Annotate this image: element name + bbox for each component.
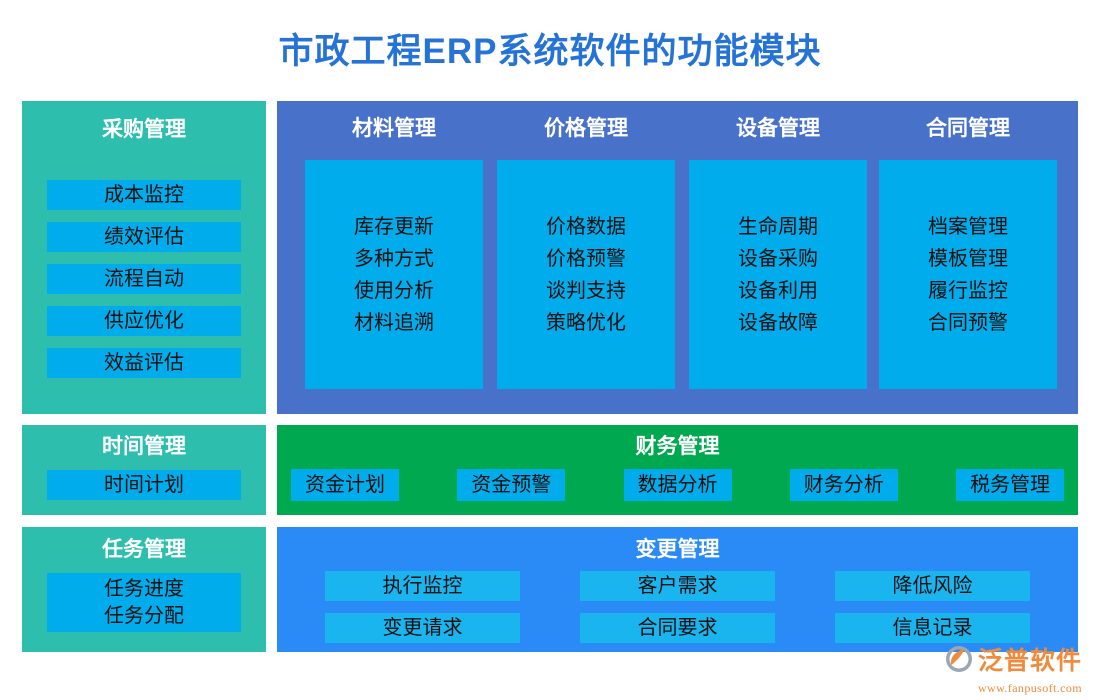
task-item-line-assignment: 任务分配	[104, 604, 184, 627]
contract-item-contract-alert: 合同预警	[928, 311, 1008, 334]
brand-name: 泛普软件	[977, 647, 1082, 675]
finance-item-fund-plan[interactable]: 资金计划	[291, 469, 399, 501]
finance-item-data-analysis[interactable]: 数据分析	[623, 469, 732, 501]
equipment-item-lifecycle: 生命周期	[738, 215, 818, 238]
change-item-customer-requirement[interactable]: 客户需求	[580, 571, 775, 601]
change-items-grid: 执行监控 客户需求 降低风险 变更请求 合同要求 信息记录	[325, 571, 1030, 643]
change-item-change-request[interactable]: 变更请求	[325, 613, 520, 643]
equipment-item-procurement: 设备采购	[738, 247, 818, 270]
core-column-price-title: 价格管理	[544, 117, 628, 140]
page-title: 市政工程ERP系统软件的功能模块	[278, 32, 822, 71]
core-modules-panel: 材料管理 库存更新 多种方式 使用分析 材料追溯 价格管理 价格数据 价格预警 …	[277, 101, 1078, 414]
purchase-item-supply-optimization[interactable]: 供应优化	[47, 306, 241, 336]
purchase-item-process-automation[interactable]: 流程自动	[47, 264, 241, 294]
material-item-multiple-methods: 多种方式	[354, 247, 434, 270]
change-item-risk-reduction[interactable]: 降低风险	[835, 571, 1030, 601]
change-management-panel: 变更管理 执行监控 客户需求 降低风险 变更请求 合同要求 信息记录	[277, 527, 1078, 652]
brand-logo-row: 泛普软件	[922, 644, 1082, 679]
purchase-item-benefit-eval[interactable]: 效益评估	[47, 348, 241, 378]
finance-management-panel: 财务管理 资金计划 资金预警 数据分析 财务分析 税务管理	[277, 425, 1078, 515]
task-item-line-progress: 任务进度	[104, 577, 184, 600]
purchase-item-cost-monitoring[interactable]: 成本监控	[47, 180, 241, 210]
core-card-equipment[interactable]: 生命周期 设备采购 设备利用 设备故障	[689, 160, 867, 389]
contract-item-template-management: 模板管理	[928, 247, 1008, 270]
change-item-information-record[interactable]: 信息记录	[835, 613, 1030, 643]
task-management-panel: 任务管理 任务进度 任务分配	[22, 527, 266, 652]
time-management-title: 时间管理	[102, 435, 186, 458]
change-item-contract-requirement[interactable]: 合同要求	[580, 613, 775, 643]
contract-item-performance-monitor: 履行监控	[928, 279, 1008, 302]
purchase-management-panel: 采购管理 成本监控 绩效评估 流程自动 供应优化 效益评估	[22, 101, 266, 414]
core-column-material: 材料管理	[299, 118, 489, 139]
fanpu-swoosh-icon	[944, 644, 974, 679]
purchase-item-performance-eval[interactable]: 绩效评估	[47, 222, 241, 252]
core-column-contract-title: 合同管理	[926, 117, 1010, 140]
finance-items-row: 资金计划 资金预警 数据分析 财务分析 税务管理	[291, 469, 1064, 501]
material-item-usage-analysis: 使用分析	[354, 279, 434, 302]
finance-management-title: 财务管理	[635, 435, 720, 458]
change-management-title: 变更管理	[635, 538, 720, 561]
finance-item-fund-alert[interactable]: 资金预警	[457, 469, 566, 501]
price-item-price-alert: 价格预警	[546, 247, 626, 270]
brand-url: www.fanpusoft.com	[977, 681, 1082, 695]
core-column-equipment-title: 设备管理	[736, 117, 820, 140]
core-card-contract[interactable]: 档案管理 模板管理 履行监控 合同预警	[879, 160, 1057, 389]
contract-item-archive-management: 档案管理	[928, 215, 1008, 238]
core-column-contract: 合同管理	[873, 118, 1063, 139]
price-item-price-data: 价格数据	[546, 215, 626, 238]
finance-item-tax-management[interactable]: 税务管理	[956, 469, 1064, 501]
task-management-title: 任务管理	[102, 538, 186, 561]
core-column-material-title: 材料管理	[352, 117, 436, 140]
equipment-item-utilization: 设备利用	[738, 279, 818, 302]
core-column-price: 价格管理	[491, 118, 681, 139]
equipment-item-failure: 设备故障	[738, 311, 818, 334]
time-management-panel: 时间管理 时间计划	[22, 425, 266, 515]
change-item-execution-monitoring[interactable]: 执行监控	[325, 571, 520, 601]
time-item-time-plan[interactable]: 时间计划	[47, 470, 241, 500]
purchase-management-title: 采购管理	[102, 118, 186, 141]
task-item-progress-and-assignment[interactable]: 任务进度 任务分配	[47, 573, 241, 632]
price-item-strategy-optimization: 策略优化	[546, 311, 626, 334]
price-item-negotiation-support: 谈判支持	[546, 279, 626, 302]
material-item-inventory-update: 库存更新	[354, 215, 434, 238]
core-card-material[interactable]: 库存更新 多种方式 使用分析 材料追溯	[305, 160, 483, 389]
core-card-price[interactable]: 价格数据 价格预警 谈判支持 策略优化	[497, 160, 675, 389]
finance-item-financial-analysis[interactable]: 财务分析	[789, 469, 898, 501]
brand-logo: 泛普软件 www.fanpusoft.com	[922, 644, 1082, 695]
material-item-material-trace: 材料追溯	[354, 311, 434, 334]
core-column-equipment: 设备管理	[683, 118, 873, 139]
